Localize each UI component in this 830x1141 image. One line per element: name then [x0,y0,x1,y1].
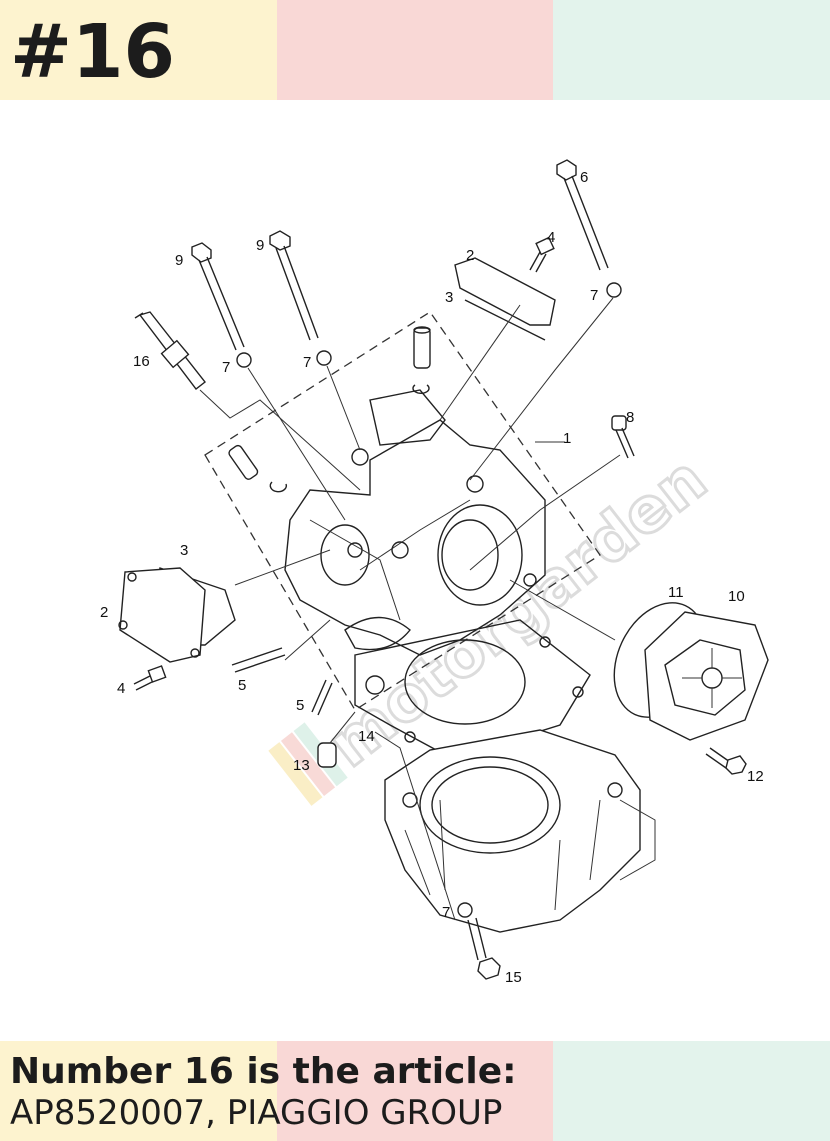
callout-14: 14 [358,728,375,745]
footer-band-yellow [0,1041,277,1141]
callout-10: 10 [728,588,745,605]
callout-15: 15 [505,969,522,986]
bolt-9b [269,230,319,341]
callout-5-upper: 5 [238,677,246,694]
callout-3-left: 3 [180,542,188,559]
valve-guide-lower [228,444,288,493]
washer-7a [236,352,252,368]
part-number-heading: #16 [10,9,175,95]
stud-5b [311,679,333,716]
bolt-9a [191,242,245,351]
exploded-parts-diagram: motorgarden [100,159,769,986]
bolt-15 [467,917,501,980]
leader-lines [199,297,621,921]
callout-7-a: 7 [222,359,230,376]
stud-5a [231,647,286,673]
callout-2-left: 2 [100,604,108,621]
callout-7-d: 7 [442,904,450,921]
callout-13: 13 [293,757,310,774]
spark-plug-part [134,311,206,390]
bolt-4-left [133,665,167,691]
callout-4-left: 4 [117,680,125,697]
caption-article-code: AP8520007, PIAGGIO GROUP [10,1093,503,1133]
valve-cover-top [454,257,556,341]
callout-16: 16 [133,353,150,370]
footer-band-mint [553,1041,830,1141]
washer-7d [457,902,473,918]
assembly-boundary [204,311,601,711]
cylinder-head-part [284,389,546,656]
bolt-6 [556,159,609,271]
callout-3-top: 3 [445,289,453,306]
bolt-8 [611,415,635,459]
callout-7-c: 7 [590,287,598,304]
header-band-yellow [0,0,277,100]
dowel-13 [317,742,337,768]
bolt-4-top [529,236,555,273]
callout-9-right: 9 [256,237,264,254]
callout-labels: 1 2 2 3 3 4 4 5 5 6 7 7 7 7 8 9 9 10 11 … [100,169,764,986]
cylinder-block-part [384,729,656,933]
callout-12: 12 [747,768,764,785]
callout-1: 1 [563,430,571,447]
header-band [0,0,830,100]
footer-band-pink [276,1041,554,1141]
callout-11: 11 [668,584,684,601]
callout-4-top: 4 [547,229,555,246]
valve-cover-left [118,567,236,663]
callout-2-top: 2 [466,247,474,264]
bolt-12 [705,747,747,775]
header-band-mint [553,0,830,100]
callout-8: 8 [626,409,634,426]
callout-5-lower: 5 [296,697,304,714]
footer-band [0,1041,830,1141]
washer-7c [606,282,622,298]
caption-heading: Number 16 is the article: [10,1051,517,1092]
side-cover-part [613,602,769,741]
header-band-pink [276,0,554,100]
callout-6: 6 [580,169,588,186]
washer-7b [316,350,332,366]
callout-9-left: 9 [175,252,183,269]
valve-guide-upper [412,326,431,395]
callout-7-b: 7 [303,354,311,371]
